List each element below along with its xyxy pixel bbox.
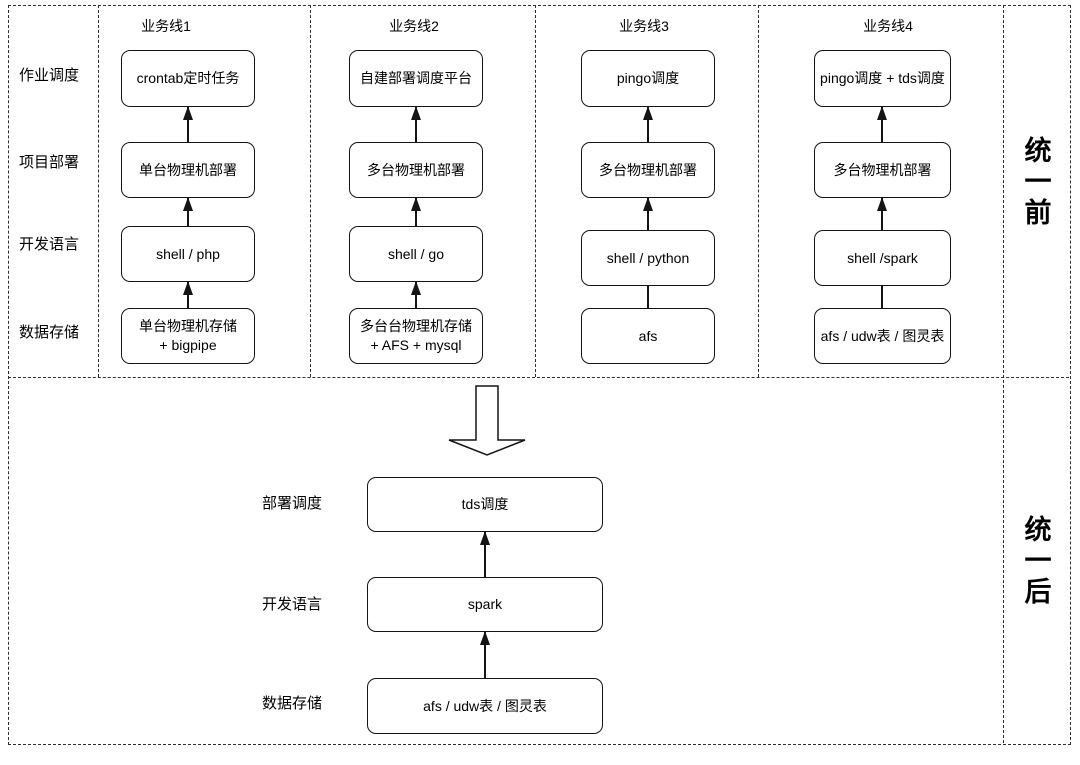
row-label-data-storage: 数据存储 (261, 695, 322, 712)
flow-box-text: pingo调度 + tds调度 (820, 70, 945, 86)
column-header-line2: 业务线2 (389, 18, 439, 34)
dashed-divider-labels-col1 (98, 5, 99, 377)
arrowhead-icon (183, 106, 193, 120)
flow-box-text: 多台物理机部署 (367, 161, 465, 178)
arrowhead-icon (411, 106, 421, 120)
side-label-after-unification: 统一后 (1024, 515, 1052, 607)
merge-down-arrow-icon (448, 385, 526, 456)
flow-box-col3-deploy: 多台物理机部署 (581, 142, 715, 198)
flow-box-text: shell / php (156, 245, 220, 262)
row-label-data-storage: 数据存储 (18, 324, 79, 341)
flow-box-text: shell /spark (847, 249, 918, 266)
dashed-divider-side-column (1003, 5, 1004, 743)
plain-connector (876, 285, 888, 309)
flow-box-text-line2: + AFS + mysql (370, 337, 462, 353)
up-arrow-connector (642, 197, 654, 231)
arrowhead-icon (411, 197, 421, 211)
up-arrow-connector (410, 281, 422, 309)
arrowhead-icon (411, 281, 421, 295)
flow-box-text: pingo调度 (616, 70, 680, 86)
flow-box-text: 自建部署调度平台 (360, 70, 472, 86)
up-arrow-connector (182, 197, 194, 227)
flow-box-text: afs (638, 327, 658, 344)
column-header-line4: 业务线4 (863, 18, 913, 34)
flow-box-text: crontab定时任务 (136, 70, 240, 86)
flow-box-text: afs / udw表 / 图灵表 (820, 327, 945, 344)
flow-box-unified-scheduling: tds调度 (367, 477, 603, 532)
up-arrow-connector (182, 281, 194, 309)
flow-box-col4-deploy: 多台物理机部署 (814, 142, 951, 198)
flow-box-col1-storage: 单台物理机存储 + bigpipe (121, 308, 255, 364)
arrowhead-icon (480, 631, 490, 645)
flow-box-text: afs / udw表 / 图灵表 (423, 697, 547, 714)
flow-box-col3-storage: afs (581, 308, 715, 364)
dashed-divider-col1-col2 (310, 5, 311, 377)
up-arrow-connector (876, 106, 888, 143)
flow-box-col1-deploy: 单台物理机部署 (121, 142, 255, 198)
flow-box-col4-scheduling: pingo调度 + tds调度 (814, 50, 951, 107)
flow-box-text: shell / python (606, 249, 690, 266)
arrowhead-icon (643, 106, 653, 120)
flow-box-text: 多台物理机部署 (599, 161, 697, 178)
flow-box-col2-language: shell / go (349, 226, 483, 282)
arrowhead-icon (877, 106, 887, 120)
column-header-line3: 业务线3 (619, 18, 669, 34)
flow-box-col2-storage: 多台台物理机存储 + AFS + mysql (349, 308, 483, 364)
flow-box-text: 单台物理机部署 (139, 161, 237, 178)
arrowhead-icon (877, 197, 887, 211)
up-arrow-connector (410, 197, 422, 227)
arrowhead-icon (480, 531, 490, 545)
flow-box-col3-language: shell / python (581, 230, 715, 286)
flow-box-text: shell / go (387, 245, 445, 262)
flow-box-text: tds调度 (461, 496, 509, 512)
row-label-dev-language: 开发语言 (18, 236, 79, 253)
column-header-line1: 业务线1 (141, 18, 191, 34)
side-label-before-unification: 统一前 (1024, 136, 1052, 228)
flow-box-col2-deploy: 多台物理机部署 (349, 142, 483, 198)
flow-box-text: 多台台物理机存储 (360, 318, 472, 334)
up-arrow-connector (642, 106, 654, 143)
outer-dashed-border (8, 5, 1071, 745)
flow-box-col4-language: shell /spark (814, 230, 951, 286)
row-label-job-scheduling: 作业调度 (18, 67, 79, 84)
flow-box-text: spark (467, 596, 503, 612)
flow-box-col3-scheduling: pingo调度 (581, 50, 715, 107)
up-arrow-connector (876, 197, 888, 231)
flow-box-unified-language: spark (367, 577, 603, 632)
row-label-deploy-scheduling: 部署调度 (261, 495, 322, 512)
flow-box-col4-storage: afs / udw表 / 图灵表 (814, 308, 951, 364)
up-arrow-connector (479, 631, 491, 679)
row-label-dev-language: 开发语言 (261, 596, 322, 613)
arrowhead-icon (643, 197, 653, 211)
arrowhead-icon (183, 197, 193, 211)
flow-box-col1-scheduling: crontab定时任务 (121, 50, 255, 107)
dashed-divider-col3-col4 (758, 5, 759, 377)
flow-box-unified-storage: afs / udw表 / 图灵表 (367, 678, 603, 734)
flow-box-col2-scheduling: 自建部署调度平台 (349, 50, 483, 107)
flow-box-text: 多台物理机部署 (833, 161, 932, 178)
row-label-project-deploy: 项目部署 (18, 154, 79, 171)
flow-box-col1-language: shell / php (121, 226, 255, 282)
flow-box-text: 单台物理机存储 (139, 318, 237, 334)
dashed-divider-before-after (8, 377, 1069, 378)
arrowhead-icon (183, 281, 193, 295)
plain-connector (642, 285, 654, 309)
dashed-divider-col2-col3 (535, 5, 536, 377)
up-arrow-connector (410, 106, 422, 143)
flow-box-text-line2: + bigpipe (159, 337, 217, 353)
up-arrow-connector (479, 531, 491, 578)
up-arrow-connector (182, 106, 194, 143)
